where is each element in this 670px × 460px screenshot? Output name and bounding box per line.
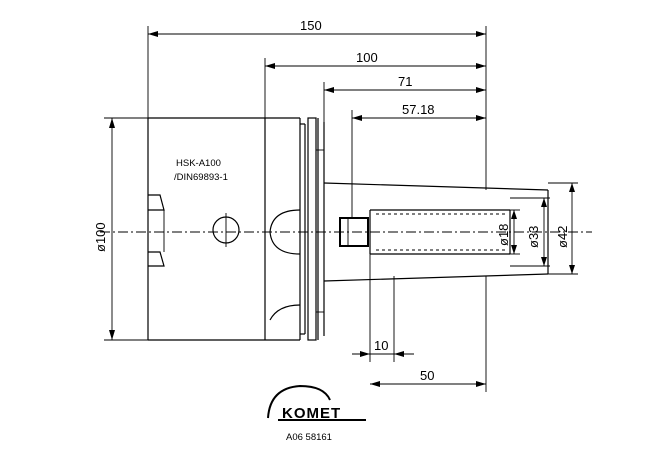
dim-10	[352, 254, 414, 362]
label-dia-33: ø33	[526, 226, 541, 248]
dim-71	[323, 82, 486, 122]
label-dia-42: ø42	[555, 226, 570, 248]
label-dia-100: ø100	[93, 222, 108, 252]
dim-dia-42	[548, 182, 578, 275]
label-50: 50	[420, 368, 434, 383]
logo-wordmark: KOMET	[282, 405, 341, 422]
label-100: 100	[356, 50, 378, 65]
logo-swoosh-icon	[267, 384, 331, 419]
dim-100	[264, 58, 486, 118]
label-71: 71	[398, 74, 412, 89]
label-dia-18: ø18	[496, 224, 511, 246]
interface-label: HSK-A100	[176, 158, 221, 169]
dim-dia-33	[510, 197, 550, 267]
dim-dia-18	[510, 209, 520, 255]
nose-taper	[323, 182, 549, 282]
komet-logo: KOMET	[267, 384, 366, 422]
hsk-shank	[147, 117, 300, 341]
interface-standard: /DIN69893-1	[174, 172, 228, 183]
dim-50	[370, 276, 487, 392]
coolant-hole	[212, 213, 240, 247]
label-57: 57.18	[402, 102, 435, 117]
dim-57	[351, 110, 486, 218]
dim-dia-100	[104, 117, 148, 341]
part-number: A06 58161	[286, 432, 332, 443]
flange	[264, 117, 325, 341]
dim-150	[147, 26, 487, 190]
label-10: 10	[374, 338, 388, 353]
label-150: 150	[300, 18, 322, 33]
